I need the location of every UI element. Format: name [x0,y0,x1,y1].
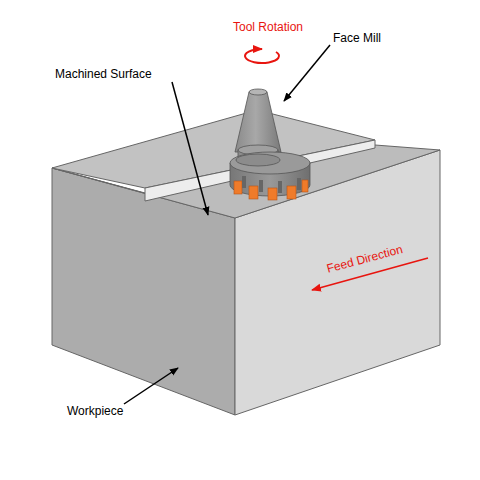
tool-label: Face Mill [333,31,381,45]
workpiece-label: Workpiece [67,404,123,418]
leader-line [284,45,330,101]
rotation-label: Tool Rotation [233,20,303,34]
leader-line [124,368,178,404]
leader-line [172,82,208,215]
insert-pockets [242,176,301,193]
rotation-arrow [245,49,279,63]
workpiece-block [52,110,440,415]
surface-label: Machined Surface [55,67,152,81]
face-mill-tool [230,89,310,196]
